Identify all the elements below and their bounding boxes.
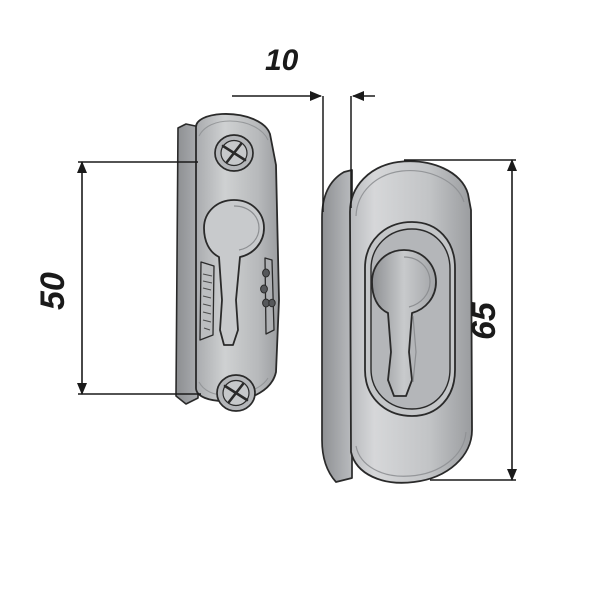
dimension-height-65: 65 xyxy=(404,159,517,481)
cylinder-backplate-part xyxy=(175,113,280,412)
backplate-euro-cutout xyxy=(203,199,265,346)
backplate-side-face xyxy=(175,123,201,405)
dimension-height-50: 50 xyxy=(34,161,201,395)
cover-bottom-bevel xyxy=(355,431,467,477)
backplate-hole-dots xyxy=(260,268,276,308)
backplate-bottom-screw xyxy=(216,374,256,412)
backplate-engraving xyxy=(202,273,213,331)
cover-rosette-part xyxy=(321,160,473,484)
dimension-depth-10: 10 xyxy=(232,44,375,212)
dimension-label-50: 50 xyxy=(34,272,72,310)
cover-keyhole-highlight xyxy=(403,256,431,308)
cover-keyhole-slot-edge xyxy=(412,315,417,383)
cover-side-face xyxy=(321,169,353,483)
backplate-top-bevel xyxy=(198,120,269,141)
backplate-cutout-inner-highlight xyxy=(233,205,260,251)
dimension-label-10: 10 xyxy=(265,44,299,77)
cover-keyhole xyxy=(371,249,437,397)
backplate-top-screw xyxy=(214,134,254,172)
backplate-left-rib xyxy=(199,261,215,341)
cover-top-bevel xyxy=(355,170,465,217)
dimension-label-65: 65 xyxy=(465,301,503,340)
